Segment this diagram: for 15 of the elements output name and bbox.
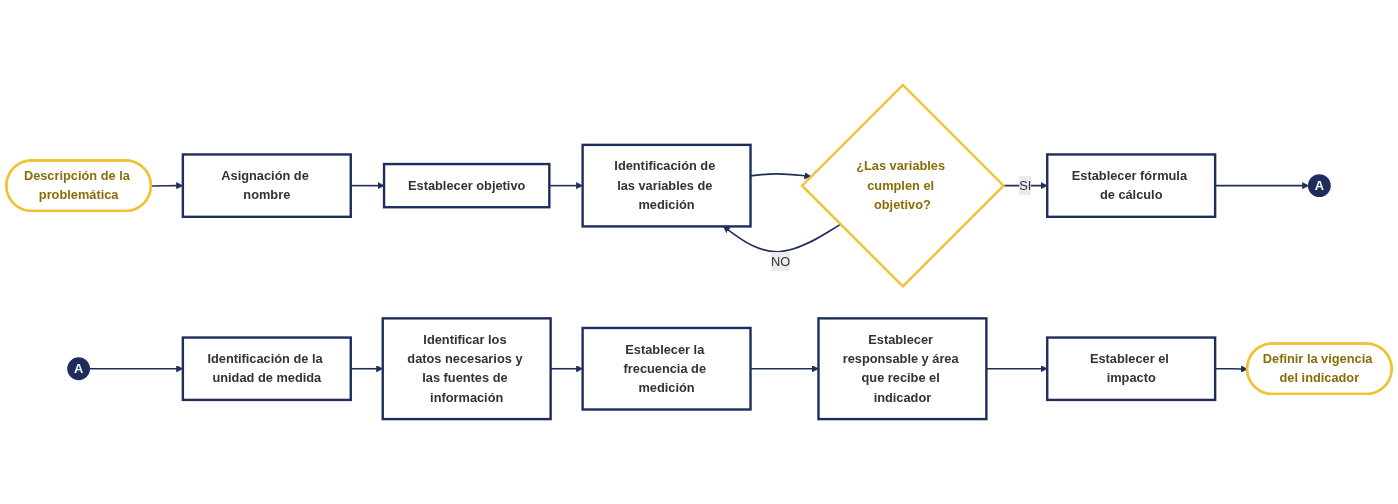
node-box: Identificar los datos necesarios y las fuentes de información: [381, 317, 552, 421]
arrow: [722, 223, 842, 253]
node-box: Establecer la frecuencia de medición: [581, 326, 752, 411]
node-box: Establecer el impacto: [1046, 336, 1217, 402]
edge-label: SI: [1019, 178, 1032, 193]
node-diamond: ¿Las variables cumplen el objetivo?: [800, 83, 1006, 289]
node-circle: A: [1307, 174, 1331, 198]
node-box: Identificación de las variables de medición: [581, 143, 752, 228]
node-box: Identificación de la unidad de medida: [181, 336, 352, 402]
node-box: Establecer responsable y área que recibe el indicador: [817, 317, 988, 421]
node-box: Establecer fórmula de cálculo: [1046, 153, 1217, 218]
node-box: Establecer objetivo: [382, 162, 551, 209]
node-circle: A: [67, 357, 91, 381]
node-box: Asignación de nombre: [181, 153, 352, 218]
edge-label: NO: [771, 254, 791, 268]
